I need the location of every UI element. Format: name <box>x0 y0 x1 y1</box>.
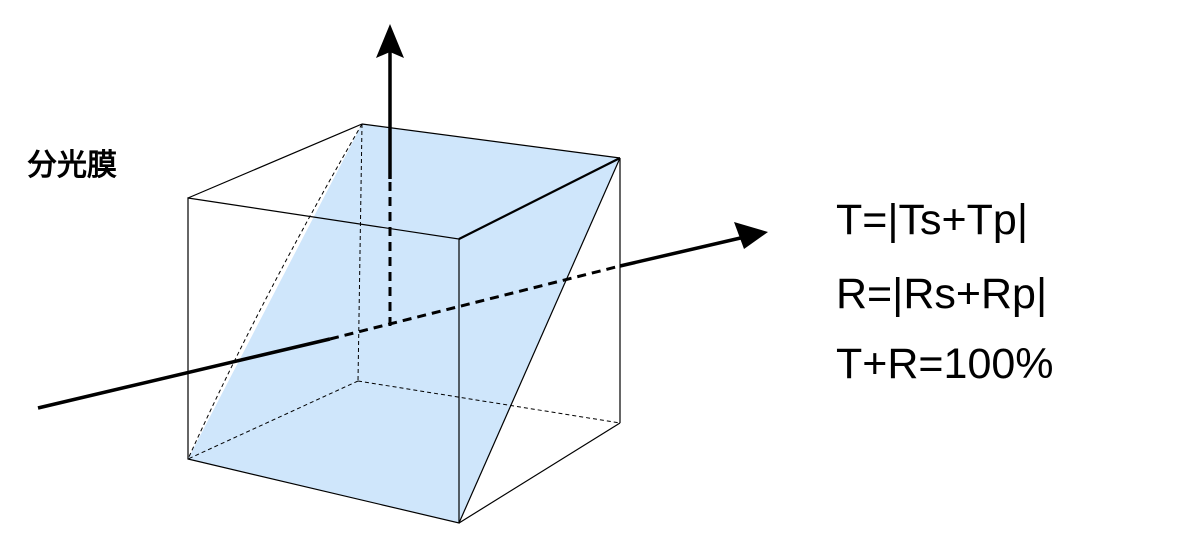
film-label: 分光膜 <box>27 148 117 183</box>
incident-beam <box>37 337 331 410</box>
equation-transmission: T=|Ts+Tp| <box>836 196 1028 244</box>
equation-reflection: R=|Rs+Rp| <box>836 270 1047 318</box>
transmitted-beam-arrow <box>619 229 765 268</box>
beam-inside-dashed <box>329 264 621 341</box>
splitter-film-plane <box>188 124 620 523</box>
hidden-edges <box>187 123 621 460</box>
transmitted-arrowhead-icon <box>734 222 768 249</box>
reflected-arrowhead-icon <box>376 24 404 58</box>
equation-sum: T+R=100% <box>836 340 1054 388</box>
cube-top-front-right-edge <box>458 157 621 240</box>
